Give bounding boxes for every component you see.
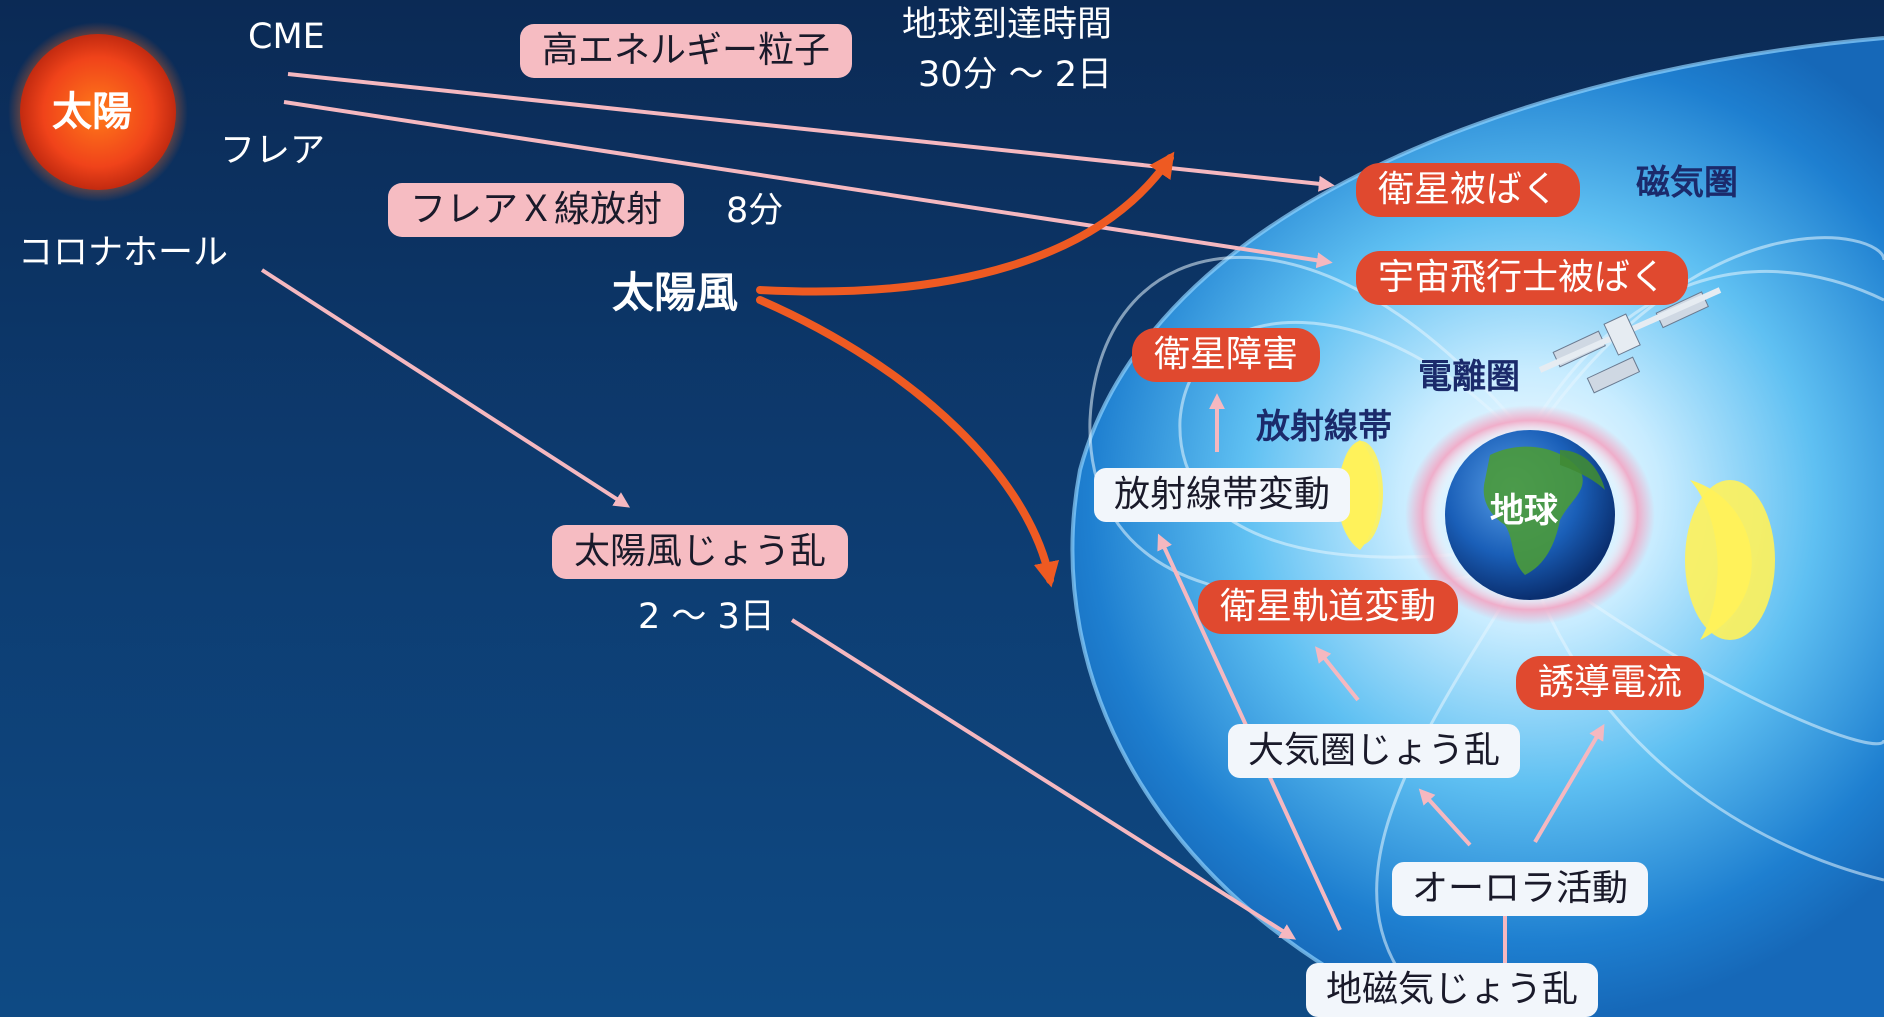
- radiation-belt-label: 放射線帯: [1256, 407, 1392, 447]
- sun-disk: [20, 34, 176, 190]
- arrow-aurora-to-induced-current: [1533, 723, 1605, 844]
- cme-label: CME: [248, 17, 325, 57]
- magnetosphere-label: 磁気圏: [1636, 163, 1738, 203]
- astronaut-exposure-box: 宇宙飛行士被ばく: [1356, 251, 1689, 305]
- arrow-flare-to-astronaut-exposure: [283, 100, 1333, 269]
- solar-wind-disturbance-box: 太陽風じょう乱: [552, 525, 849, 579]
- arrow-aurora-to-atmosphere: [1418, 788, 1472, 847]
- coronal-hole-label: コロナホール: [18, 233, 229, 273]
- radiation-belt-change-box: 放射線帯変動: [1094, 468, 1351, 522]
- orbit-change-box: 衛星軌道変動: [1198, 580, 1459, 634]
- disturbance-time: 2 ～ 3日: [638, 597, 775, 637]
- sun-label: 太陽: [52, 89, 132, 135]
- arrival-time-range: 30分 ～ 2日: [918, 55, 1113, 95]
- high-energy-particles-box: 高エネルギー粒子: [520, 24, 853, 78]
- earth-label: 地球: [1490, 491, 1558, 531]
- satellite-exposure-box: 衛星被ばく: [1356, 163, 1581, 217]
- arrow-solar-wind-down: [756, 296, 1060, 588]
- flare-label: フレア: [220, 131, 326, 171]
- flare-xray-box: フレアＸ線放射: [388, 183, 685, 237]
- arrow-coronal-hole-to-disturbance: [260, 268, 631, 508]
- arrow-cme-to-satellite-exposure: [287, 72, 1335, 192]
- atmosphere-disturbance-box: 大気圏じょう乱: [1228, 724, 1521, 778]
- arrow-disturbance-to-geomagnetic: [790, 618, 1297, 940]
- field-lines: [1088, 236, 1884, 1017]
- earth-land: [1483, 446, 1583, 575]
- arrow-atmosphere-to-orbit-change: [1315, 646, 1360, 702]
- induced-current-box: 誘導電流: [1516, 656, 1705, 710]
- ionosphere-label: 電離圏: [1418, 357, 1520, 397]
- xray-time: 8分: [726, 191, 784, 231]
- arrival-time-title: 地球到達時間: [902, 5, 1113, 45]
- satellite-failure-box: 衛星障害: [1132, 328, 1321, 382]
- solar-wind-label: 太陽風: [612, 268, 739, 317]
- geomagnetic-disturbance-box: 地磁気じょう乱: [1306, 963, 1599, 1017]
- arrow-solar-wind-up: [756, 151, 1175, 296]
- aurora-activity-box: オーロラ活動: [1392, 862, 1649, 916]
- magnetopause-edge: [1070, 36, 1884, 1017]
